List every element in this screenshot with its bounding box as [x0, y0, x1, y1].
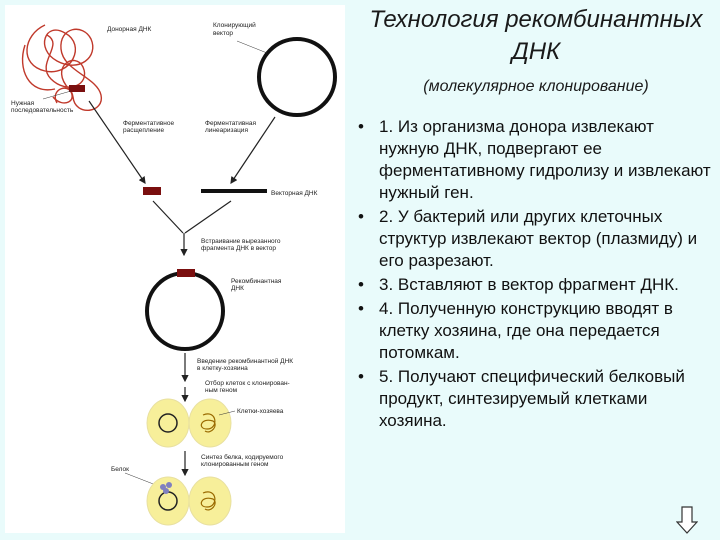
- arrow-linearization: [230, 116, 276, 184]
- list-item: • 4. Полученную конструкцию вводят в клет…: [352, 298, 714, 364]
- label-recombinant-2: ДНК: [231, 285, 244, 292]
- label-selection-1: Отбор клеток с клонирован-: [205, 379, 290, 387]
- list-item: • 3. Вставляют в вектор фрагмент ДНК.: [352, 274, 714, 296]
- label-insertion-1: Встраивание вырезанного: [201, 238, 281, 245]
- label-host-cells: Клетки-хозяева: [237, 408, 284, 415]
- cloning-diagram: Донорная ДНК Клонирующий вектор Нужная п…: [11, 21, 337, 526]
- label-digestion-2: расщепление: [123, 127, 165, 134]
- label-cloning-vector-2: вектор: [213, 30, 233, 37]
- next-slide-button[interactable]: [675, 506, 699, 534]
- list-item: • 1. Из организма донора извлекают нужную…: [352, 116, 714, 204]
- label-recombinant-1: Рекомбинантная: [231, 277, 282, 285]
- label-vector-dna: Векторная ДНК: [271, 190, 318, 197]
- host-cells-row-2: [146, 476, 232, 526]
- diagram-panel: Донорная ДНК Клонирующий вектор Нужная п…: [5, 5, 345, 533]
- bullet-icon: •: [358, 275, 364, 294]
- label-digestion-1: Ферментативное: [123, 120, 174, 127]
- slide-subtitle: (молекулярное клонирование): [423, 78, 649, 95]
- donor-gene-fragment: [69, 85, 85, 92]
- label-synthesis-2: клонированным геном: [201, 461, 269, 468]
- bullet-icon: •: [358, 299, 364, 318]
- label-insertion-2: фрагмента ДНК в вектор: [201, 245, 276, 252]
- pointer-line: [42, 90, 72, 100]
- step-text: 5. Получают специфический белковый проду…: [379, 367, 685, 430]
- recombinant-plasmid: [145, 271, 225, 351]
- label-linearization-1: Ферментативная: [205, 120, 256, 127]
- label-donor-dna: Донорная ДНК: [107, 26, 152, 33]
- donor-dna-coil: [21, 24, 102, 112]
- label-protein: Белок: [111, 466, 129, 473]
- cloning-vector-plasmid: [257, 37, 337, 117]
- list-item: • 2. У бактерий или других клеточных стру…: [352, 206, 714, 272]
- label-linearization-2: линеаризация: [205, 127, 248, 134]
- host-cells-row-1: [146, 398, 232, 448]
- inserted-fragment: [177, 269, 195, 277]
- label-needed-seq-1: Нужная: [11, 100, 35, 107]
- label-synthesis-1: Синтез белка, кодируемого: [201, 453, 284, 461]
- step-text: 1. Из организма донора извлекают нужную …: [379, 117, 711, 202]
- label-introduction-2: в клетку-хозяина: [197, 365, 248, 372]
- bullet-icon: •: [358, 207, 364, 226]
- list-item: • 5. Получают специфический белковый прод…: [352, 366, 714, 432]
- linear-vector: [201, 189, 267, 193]
- label-cloning-vector-1: Клонирующий: [213, 21, 256, 29]
- bullet-icon: •: [358, 367, 364, 386]
- step-text: 3. Вставляют в вектор фрагмент ДНК.: [379, 275, 679, 294]
- steps-list: • 1. Из организма донора извлекают нужную…: [352, 116, 714, 434]
- slide-title: Технология рекомбинантных ДНК: [369, 6, 703, 65]
- label-needed-seq-2: последовательность: [11, 107, 74, 114]
- bullet-icon: •: [358, 117, 364, 136]
- step-text: 2. У бактерий или других клеточных струк…: [379, 207, 698, 270]
- label-introduction-1: Введение рекомбинантной ДНК: [197, 357, 293, 365]
- down-arrow-icon: [675, 506, 699, 534]
- step-text: 4. Полученную конструкцию вводят в клетк…: [379, 299, 673, 362]
- excised-fragment: [143, 187, 161, 195]
- label-selection-2: ным геном: [205, 387, 238, 394]
- arrow-digestion: [88, 100, 146, 184]
